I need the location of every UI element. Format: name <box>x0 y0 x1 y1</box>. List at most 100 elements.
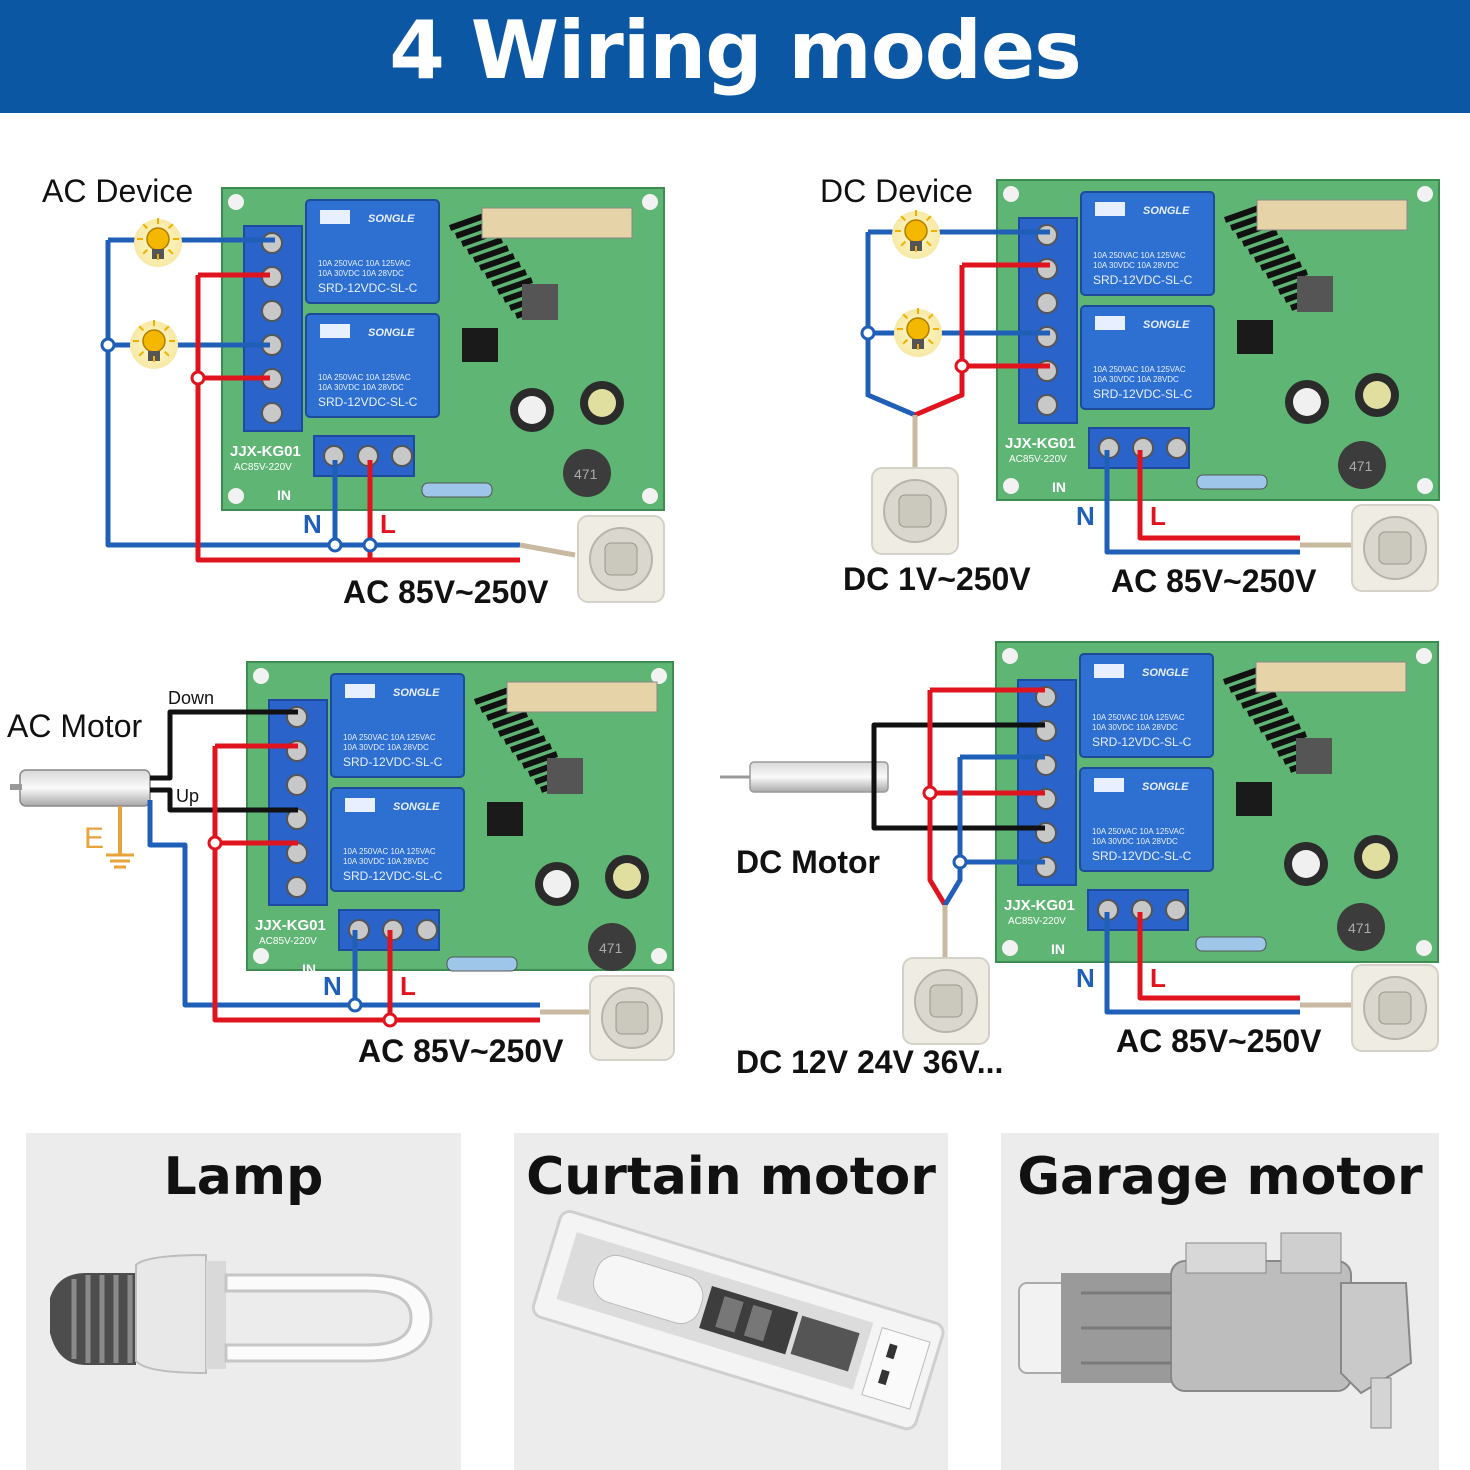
dc-motor-label: DC Motor <box>736 844 880 880</box>
mount-hole <box>1417 186 1433 202</box>
relay-logo <box>1094 664 1124 678</box>
board-voltage: AC85V-220V <box>259 936 317 947</box>
junction-dot <box>382 1012 398 1028</box>
wire <box>914 265 965 418</box>
capacitor-top <box>1292 850 1320 878</box>
antenna-coil <box>516 743 552 761</box>
mount-hole <box>228 194 244 210</box>
board-voltage: AC85V-220V <box>234 462 292 473</box>
output-terminal-block <box>1018 217 1078 424</box>
mount-hole <box>642 194 658 210</box>
terminal-screw <box>1036 292 1058 314</box>
antenna-coil <box>1241 691 1277 709</box>
antenna-coil <box>497 277 533 295</box>
ac-device-label: AC Device <box>42 173 193 209</box>
junction-dot <box>190 370 206 386</box>
antenna-coil <box>491 269 527 287</box>
relay-rating: 10A 30VDC 10A 28VDC <box>343 857 429 866</box>
relay-model: SRD-12VDC-SL-C <box>1093 387 1193 401</box>
dc-device-dc-supply-label: DC 1V~250V <box>843 561 1031 597</box>
bulb-ray <box>163 350 170 357</box>
output-terminal-block <box>1017 679 1077 886</box>
junction-dot <box>347 997 363 1013</box>
application-title-lamp: Lamp <box>163 1147 324 1207</box>
relay-model: SRD-12VDC-SL-C <box>1093 273 1193 287</box>
junction-dot <box>922 785 938 801</box>
terminal-screw <box>261 402 283 424</box>
ac-motor-up-label: Up <box>176 786 199 806</box>
antenna-coil <box>1253 707 1289 725</box>
power-plug <box>871 467 959 555</box>
relay-rating: 10A 250VAC 10A 125VAC <box>1092 713 1185 722</box>
relay-body <box>1079 653 1214 758</box>
board-model: JJX-KG01 <box>1004 897 1075 914</box>
terminal-screw <box>1165 899 1187 921</box>
input-label: IN <box>277 487 291 503</box>
terminal-screw <box>1036 258 1058 280</box>
junction-dot <box>860 325 876 341</box>
relay-rating: 10A 250VAC 10A 125VAC <box>1092 827 1185 836</box>
lightbulb-icon <box>134 218 182 267</box>
power-plug <box>589 975 675 1061</box>
capacitor-top <box>518 396 546 424</box>
inductor-label: 471 <box>599 940 623 956</box>
bulb-ray <box>900 215 907 222</box>
bulb-ray <box>927 338 934 345</box>
terminal-screw <box>348 919 370 941</box>
ac-motor-earth-label: E <box>84 822 104 855</box>
wire <box>927 690 948 907</box>
wire <box>871 722 1045 777</box>
terminal-screw <box>382 919 404 941</box>
dc-device-label: DC Device <box>820 173 973 209</box>
board-model: JJX-KG01 <box>1005 435 1076 452</box>
board-voltage: AC85V-220V <box>1008 916 1066 927</box>
junction-dot <box>207 835 223 851</box>
dc-motor-dc-supply-label: DC 12V 24V 36V... <box>736 1044 1003 1080</box>
relay-rating: 10A 250VAC 10A 125VAC <box>1093 251 1186 260</box>
mount-hole <box>1003 186 1019 202</box>
n-label: N <box>323 971 342 1001</box>
ac-motor-icon <box>19 769 151 807</box>
relay-body <box>330 787 465 892</box>
antenna-coil <box>1272 269 1308 287</box>
inductor <box>563 449 611 497</box>
inductor <box>588 923 636 971</box>
terminal-screw <box>286 842 308 864</box>
ac-motor-supply-label: AC 85V~250V <box>358 1033 564 1069</box>
resistor <box>1196 474 1268 490</box>
relay-body <box>305 313 440 418</box>
chip <box>481 207 633 239</box>
lightbulb-icon <box>130 320 178 369</box>
antenna-coil <box>449 213 485 231</box>
ic-chip <box>487 802 523 836</box>
header-banner: 4 Wiring modes <box>0 0 1470 113</box>
relay-brand: SONGLE <box>1143 205 1190 217</box>
resistor <box>446 956 518 972</box>
mount-hole <box>651 668 667 684</box>
antenna-coil <box>1223 667 1259 685</box>
capacitor-top <box>1293 388 1321 416</box>
terminal-screw <box>1036 224 1058 246</box>
bulb-ray <box>163 325 170 332</box>
resistor <box>1195 936 1267 952</box>
antenna-coil <box>498 719 534 737</box>
garage-motor-image <box>1018 1232 1413 1429</box>
push-button <box>547 758 583 794</box>
relay-logo <box>1094 778 1124 792</box>
bulb-glass <box>906 317 930 341</box>
wire <box>1104 450 1300 555</box>
board-model: JJX-KG01 <box>255 917 326 934</box>
terminal-screw <box>286 876 308 898</box>
relay-rating: 10A 30VDC 10A 28VDC <box>318 383 404 392</box>
antenna-coil <box>1254 245 1290 263</box>
wire <box>1137 912 1300 1001</box>
antenna-coil <box>1259 715 1295 733</box>
dc-device-supply-label: AC 85V~250V <box>1111 563 1317 599</box>
